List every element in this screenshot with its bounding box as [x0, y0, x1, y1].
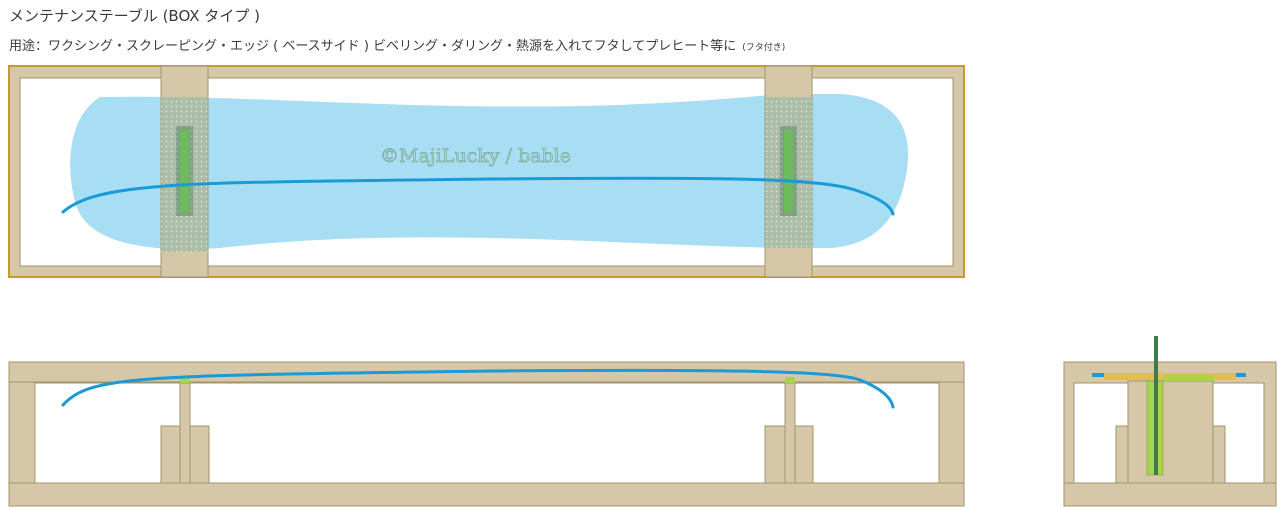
end-view — [1063, 336, 1277, 507]
left-side-support — [160, 377, 210, 484]
side-view — [8, 361, 965, 507]
end-view-right-block — [1212, 425, 1226, 484]
board-profile-line-side — [61, 368, 895, 409]
right-support-block — [764, 65, 813, 278]
snowboard-top-shape — [70, 94, 909, 250]
end-view-bottom-rail — [1063, 482, 1277, 507]
right-side-support — [764, 377, 814, 484]
page-title: メンテナンステーブル (BOX タイプ ) — [9, 7, 260, 25]
left-support-block — [160, 65, 209, 278]
watermark: ©MajiLucky / bable — [380, 145, 571, 167]
end-view-binding-plate — [1164, 375, 1214, 381]
end-view-center-support — [1127, 380, 1214, 484]
end-view-left-block — [1115, 425, 1129, 484]
left-binding — [180, 130, 189, 212]
usage-description: 用途：ワクシング・スクレーピング・エッジ ( ベースサイド ) ビベリング・ダリ… — [9, 38, 785, 57]
lid-note: (フタ付き) — [742, 43, 786, 53]
top-view: ©MajiLucky / bable — [8, 65, 965, 278]
right-binding — [784, 130, 793, 212]
usage-text: 用途：ワクシング・スクレーピング・エッジ ( ベースサイド ) ビベリング・ダリ… — [9, 39, 737, 54]
side-view-bottom-rail — [8, 482, 965, 507]
board-profile-line-top — [61, 176, 895, 216]
end-view-tool-shaft — [1154, 336, 1158, 475]
